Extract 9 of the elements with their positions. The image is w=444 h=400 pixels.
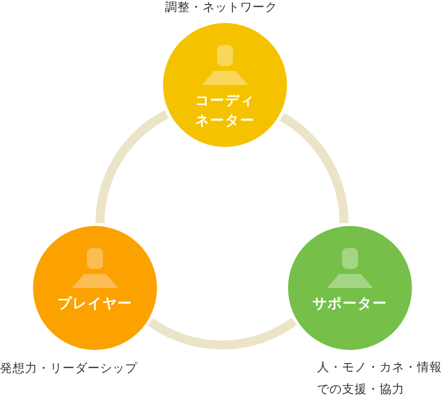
connector-arc — [96, 110, 169, 224]
role-label: プレイヤー — [56, 295, 134, 314]
role-caption: 調整・ネットワーク — [165, 0, 278, 16]
role-caption: 人・モノ・カネ・情報での支援・協力 — [317, 359, 443, 398]
connector-arc — [148, 318, 297, 350]
role-label: サポーター — [312, 295, 388, 314]
connector-arc — [280, 112, 348, 224]
role-label: コーディネーター — [194, 92, 256, 131]
role-caption: 発想力・リーダーシップ — [0, 360, 138, 377]
